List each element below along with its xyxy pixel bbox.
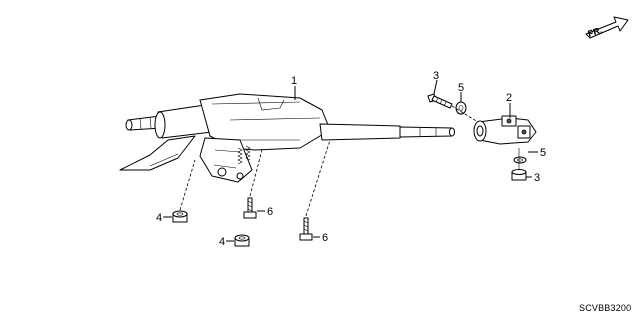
flange-nut-upper[interactable]: [172, 210, 188, 223]
joint-bolt-lower[interactable]: [511, 148, 527, 181]
assembly-guide-lines: [179, 105, 479, 217]
callout-6-upper[interactable]: 6: [267, 206, 273, 218]
mount-bolt-upper[interactable]: [243, 197, 257, 219]
callout-3-upper[interactable]: 3: [433, 70, 439, 82]
direction-marker-text: FR.: [587, 25, 604, 39]
callout-5-lower[interactable]: 5: [540, 147, 546, 159]
callout-3-lower[interactable]: 3: [534, 172, 540, 184]
washer-upper[interactable]: [455, 101, 467, 115]
callout-4-upper[interactable]: 4: [156, 212, 162, 224]
washer-lower[interactable]: [513, 156, 527, 164]
callout-6-lower[interactable]: 6: [322, 232, 328, 244]
diagram-code: SCVBB3200: [579, 303, 631, 313]
callout-leaders: [163, 79, 538, 242]
steering-column-assembly[interactable]: [119, 93, 455, 183]
joint-bolt-upper[interactable]: [427, 93, 453, 109]
callout-2[interactable]: 2: [506, 92, 512, 104]
front-direction-arrow: FR.: [585, 16, 629, 39]
callout-5-upper[interactable]: 5: [458, 82, 464, 94]
mount-bolt-lower[interactable]: [299, 217, 313, 241]
callout-4-lower[interactable]: 4: [219, 236, 225, 248]
steering-joint[interactable]: [473, 115, 537, 145]
callout-1[interactable]: 1: [291, 75, 297, 87]
flange-nut-lower[interactable]: [234, 234, 250, 247]
